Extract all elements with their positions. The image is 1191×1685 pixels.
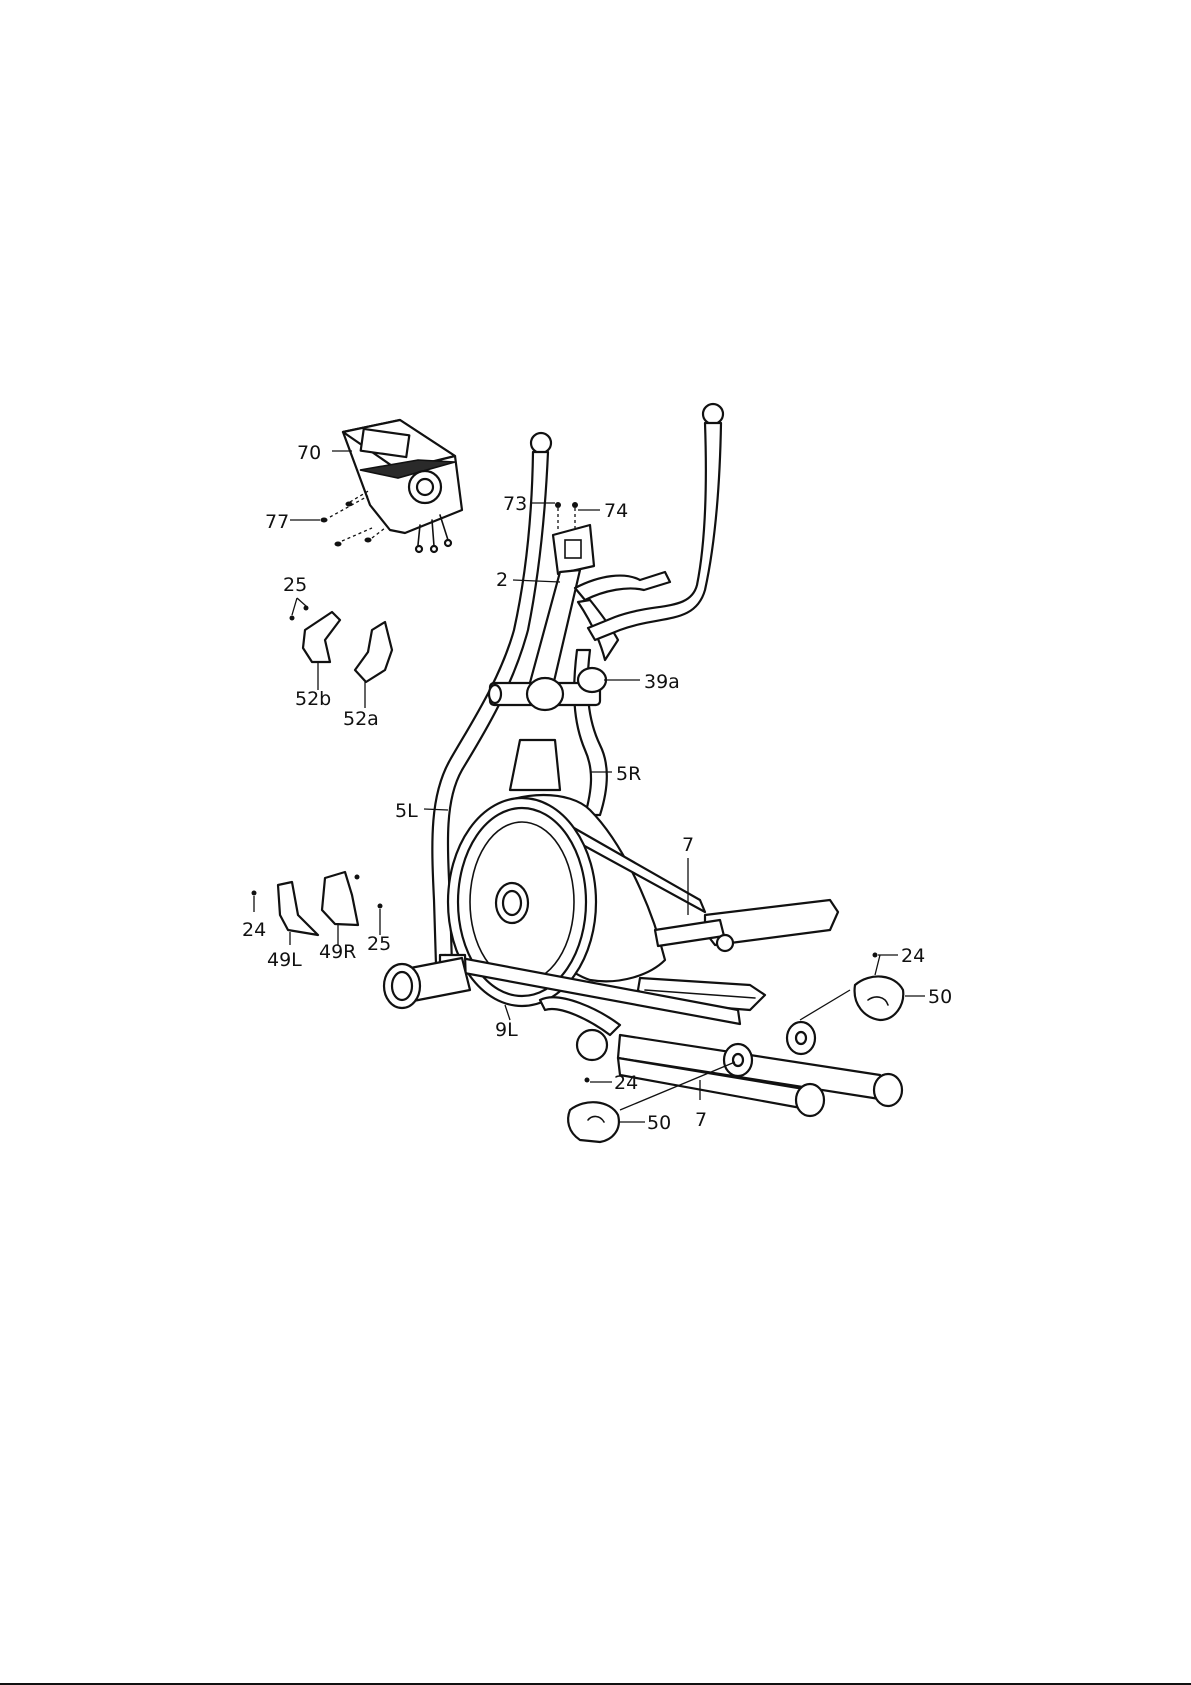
callout-25-top: 25 xyxy=(283,574,307,596)
drive-linkage xyxy=(540,997,620,1035)
callout-50-bottom: 50 xyxy=(647,1112,671,1134)
callout-70: 70 xyxy=(297,442,321,464)
callout-5L: 5L xyxy=(395,800,418,822)
front-stabilizer xyxy=(384,958,470,1008)
callout-49R: 49R xyxy=(319,941,356,963)
cover-49R xyxy=(322,872,383,925)
callout-77: 77 xyxy=(265,511,289,533)
rear-pedal xyxy=(655,900,838,951)
callout-25-bottom: 25 xyxy=(367,933,391,955)
callout-5R: 5R xyxy=(616,763,641,785)
callout-52a: 52a xyxy=(343,708,379,730)
callout-50-right: 50 xyxy=(928,986,952,1008)
bracket-52a xyxy=(355,622,392,682)
callout-24-bottom: 24 xyxy=(614,1072,638,1094)
bracket-52b xyxy=(290,606,341,663)
callout-52b: 52b xyxy=(295,688,331,710)
callout-7-upper: 7 xyxy=(682,834,694,856)
mounting-plate xyxy=(553,502,594,574)
callout-73: 73 xyxy=(503,493,527,515)
end-cap-50-bottom xyxy=(568,1078,619,1143)
callout-7-lower: 7 xyxy=(695,1109,707,1131)
end-cap-50-right xyxy=(855,953,904,1021)
callout-24-right: 24 xyxy=(901,945,925,967)
callout-9L: 9L xyxy=(495,1019,518,1041)
callout-24-left: 24 xyxy=(242,919,266,941)
callout-49L: 49L xyxy=(267,949,302,971)
callout-2: 2 xyxy=(496,569,508,591)
callout-39a: 39a xyxy=(644,671,680,693)
callout-74: 74 xyxy=(604,500,628,522)
